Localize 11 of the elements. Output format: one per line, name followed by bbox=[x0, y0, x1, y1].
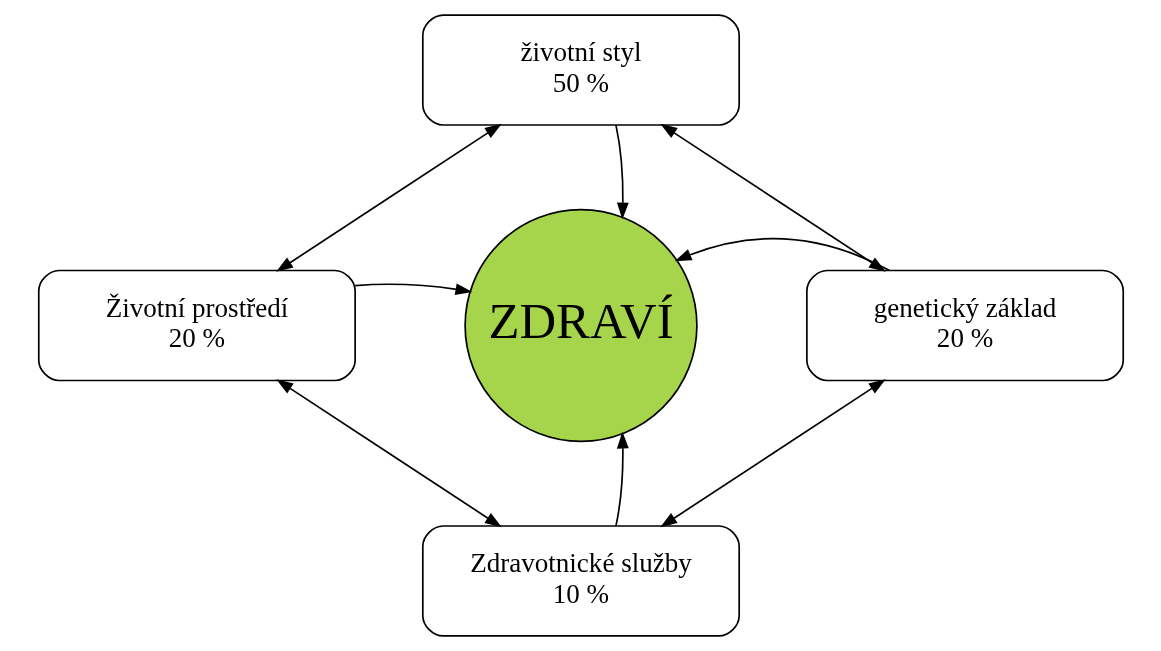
arrow bbox=[659, 379, 886, 528]
arrow bbox=[275, 123, 502, 272]
arrow bbox=[353, 283, 472, 296]
node-box: Životní prostředí 20 % bbox=[37, 269, 356, 382]
arrow bbox=[275, 379, 502, 528]
arrow bbox=[614, 124, 629, 220]
node-box: genetický základ 20 % bbox=[805, 269, 1124, 382]
node-box: životní styl 50 % bbox=[421, 14, 740, 126]
node-circle: ZDRAVÍ bbox=[463, 208, 698, 443]
arrow bbox=[614, 431, 629, 527]
node-box: Zdravotnické služby 10 % bbox=[421, 525, 740, 637]
